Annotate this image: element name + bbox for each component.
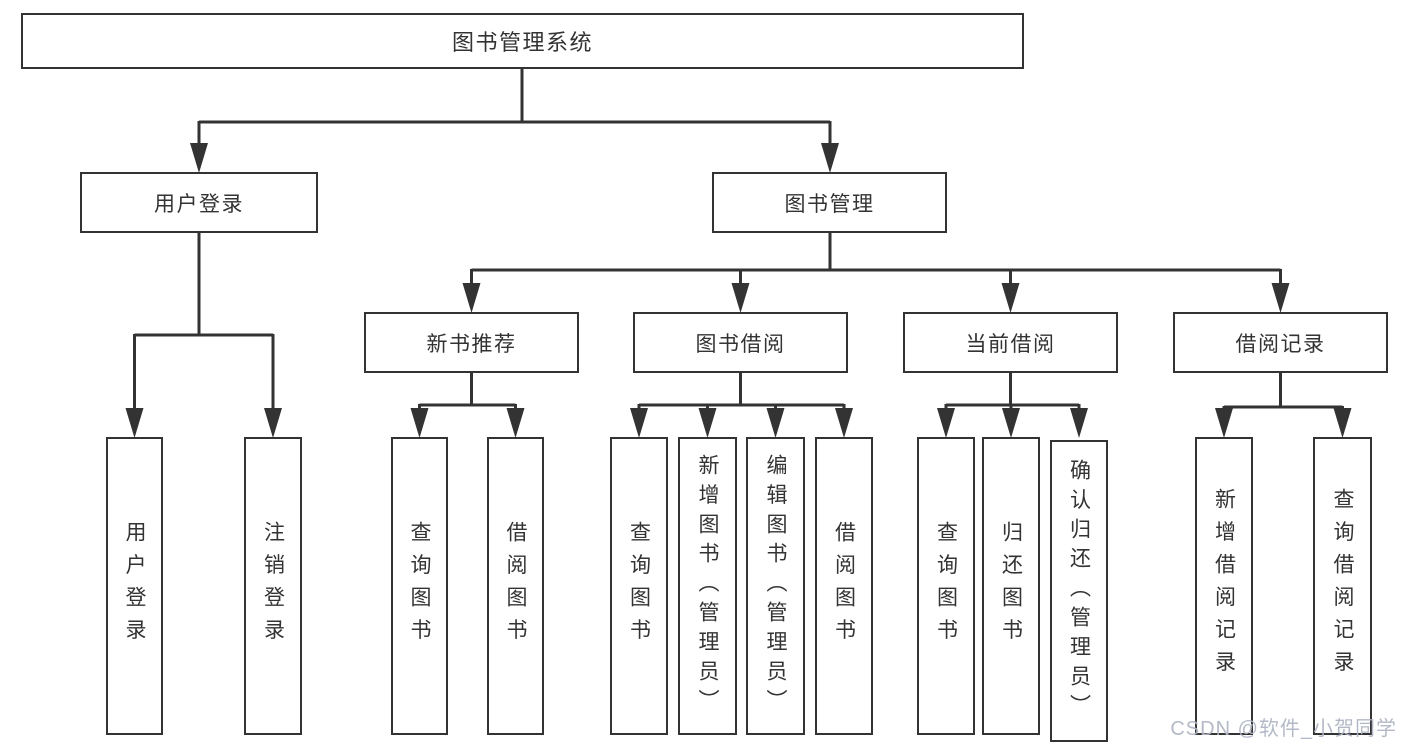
node-nb-query-books: 查询图书 xyxy=(391,437,448,735)
node-bb-add-books-admin: 新增图书（管理员） xyxy=(678,437,737,735)
node-br-query-record: 查询借阅记录 xyxy=(1313,437,1372,735)
node-current-borrowing: 当前借阅 xyxy=(903,312,1118,373)
node-cb-confirm-return-admin-label: 确认归还（管理员） xyxy=(1067,458,1091,724)
node-cb-query-books: 查询图书 xyxy=(917,437,975,735)
node-book-management-label: 图书管理 xyxy=(784,192,875,216)
node-cb-confirm-return-admin: 确认归还（管理员） xyxy=(1050,440,1108,742)
node-bb-borrow-books-label: 借阅图书 xyxy=(832,520,856,652)
node-book-management: 图书管理 xyxy=(712,172,947,233)
node-book-borrowing-label: 图书借阅 xyxy=(695,332,786,356)
node-br-query-record-label: 查询借阅记录 xyxy=(1331,488,1354,684)
node-cb-query-books-label: 查询图书 xyxy=(934,520,958,652)
node-new-book-recommend: 新书推荐 xyxy=(364,312,579,373)
node-cb-return-books-label: 归还图书 xyxy=(999,520,1023,652)
node-nb-query-books-label: 查询图书 xyxy=(408,520,431,652)
node-library-system: 图书管理系统 xyxy=(21,13,1024,69)
node-br-add-record-label: 新增借阅记录 xyxy=(1212,488,1236,684)
node-user-login-label: 用户登录 xyxy=(154,192,244,216)
node-current-borrowing-label: 当前借阅 xyxy=(965,332,1056,356)
csdn-watermark: CSDN @软件_小贺同学 xyxy=(1170,718,1397,740)
node-br-add-record: 新增借阅记录 xyxy=(1195,437,1253,735)
node-logout-action: 注销登录 xyxy=(244,437,302,735)
node-user-login-action: 用户登录 xyxy=(106,437,163,735)
node-bb-add-books-admin-label: 新增图书（管理员） xyxy=(696,453,719,719)
node-cb-return-books: 归还图书 xyxy=(982,437,1040,735)
node-bb-query-books: 查询图书 xyxy=(610,437,668,735)
node-bb-borrow-books: 借阅图书 xyxy=(815,437,873,735)
node-user-login: 用户登录 xyxy=(80,172,318,233)
node-borrowing-records: 借阅记录 xyxy=(1173,312,1388,373)
node-borrowing-records-label: 借阅记录 xyxy=(1235,332,1326,356)
arrowheads xyxy=(125,143,1352,438)
node-nb-borrow-books-label: 借阅图书 xyxy=(504,520,527,652)
node-library-system-label: 图书管理系统 xyxy=(451,30,593,55)
node-new-book-recommend-label: 新书推荐 xyxy=(426,332,517,356)
node-book-borrowing: 图书借阅 xyxy=(633,312,848,373)
node-bb-edit-books-admin: 编辑图书（管理员） xyxy=(746,437,805,735)
node-user-login-action-label: 用户登录 xyxy=(123,520,146,652)
node-logout-action-label: 注销登录 xyxy=(261,520,285,652)
node-bb-query-books-label: 查询图书 xyxy=(627,520,651,652)
node-bb-edit-books-admin-label: 编辑图书（管理员） xyxy=(764,453,787,719)
node-nb-borrow-books: 借阅图书 xyxy=(487,437,544,735)
